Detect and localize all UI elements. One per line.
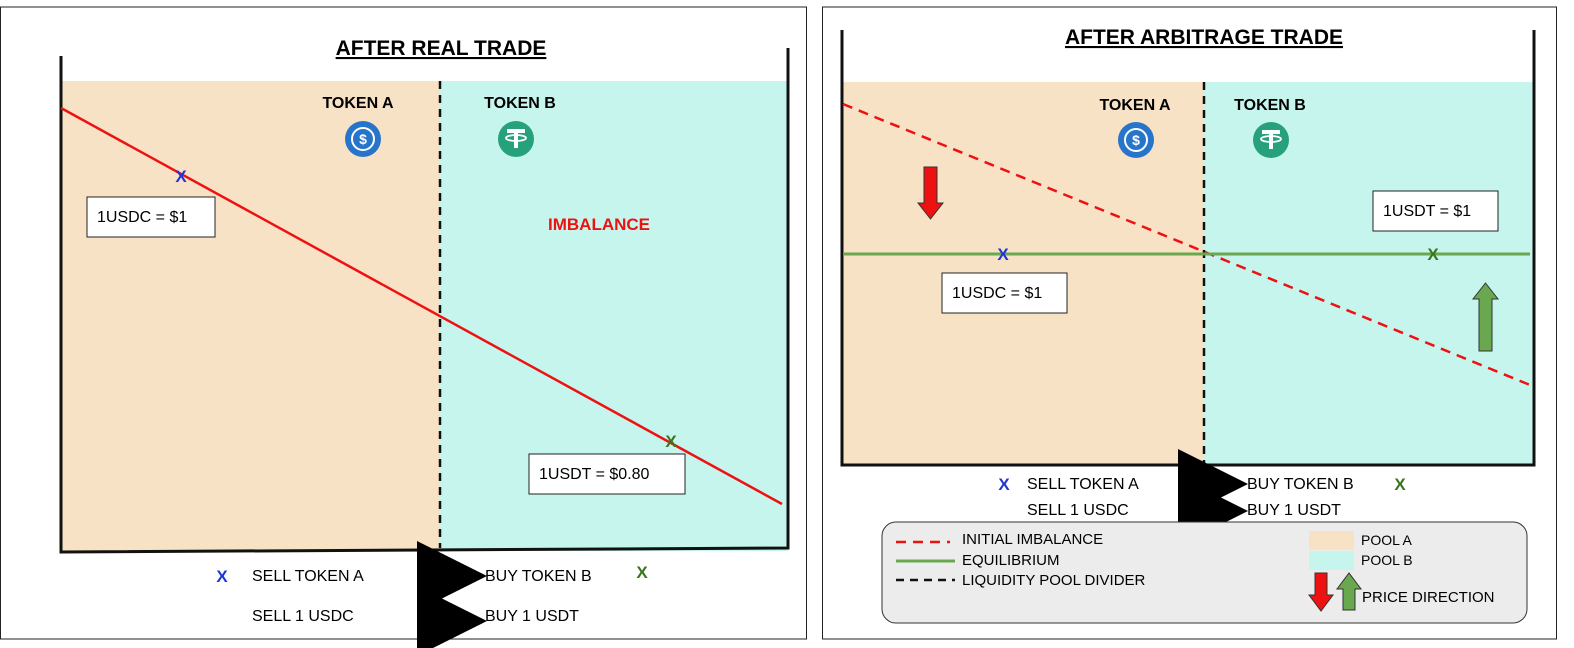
key-initial-imbalance-label: INITIAL IMBALANCE bbox=[962, 531, 1103, 548]
usdc-icon: $ bbox=[1118, 122, 1154, 158]
right-panel: AFTER ARBITRAGE TRADE TOKEN A TOKEN B $ … bbox=[822, 6, 1557, 640]
right-legend-x-a: X bbox=[998, 475, 1010, 494]
svg-text:$: $ bbox=[1132, 132, 1140, 148]
key-pool-b-swatch bbox=[1309, 551, 1354, 570]
left-token-a-label: TOKEN A bbox=[322, 95, 394, 112]
key-price-direction-label: PRICE DIRECTION bbox=[1362, 589, 1495, 606]
key-up-arrow-icon bbox=[1336, 572, 1362, 611]
svg-text:$: $ bbox=[359, 131, 367, 147]
left-legend-buy-amount: BUY 1 USDT bbox=[485, 608, 579, 625]
right-key: INITIAL IMBALANCE EQUILIBRIUM LIQUIDITY … bbox=[881, 521, 1528, 624]
key-down-arrow-icon bbox=[1308, 572, 1334, 612]
left-usdt-price: 1USDT = $0.80 bbox=[539, 466, 650, 483]
left-legend-x-b: X bbox=[636, 563, 648, 582]
left-title: AFTER REAL TRADE bbox=[336, 37, 547, 60]
right-token-a-label: TOKEN A bbox=[1099, 97, 1171, 114]
left-pool-a bbox=[61, 81, 440, 551]
left-legend-buy-token: BUY TOKEN B bbox=[485, 568, 592, 585]
left-usdt-price-box bbox=[528, 453, 686, 495]
right-initial-imbalance-line bbox=[842, 102, 1531, 387]
right-title: AFTER ARBITRAGE TRADE bbox=[1065, 26, 1343, 49]
right-usdt-price-box bbox=[1372, 190, 1499, 232]
key-equilibrium-label: EQUILIBRIUM bbox=[962, 552, 1060, 569]
price-down-arrow-icon bbox=[916, 166, 945, 220]
right-usdt-price: 1USDT = $1 bbox=[1383, 203, 1471, 220]
left-imbalance-label: IMBALANCE bbox=[548, 215, 650, 234]
left-panel: AFTER REAL TRADE TOKEN A TOKEN B $ X X bbox=[0, 6, 807, 648]
left-legend-x-a: X bbox=[216, 567, 228, 586]
usdc-icon: $ bbox=[345, 121, 381, 157]
left-imbalance-line bbox=[60, 106, 783, 506]
key-pool-a-label: POOL A bbox=[1361, 532, 1413, 548]
right-key-box bbox=[881, 521, 1528, 624]
right-usdc-price: 1USDC = $1 bbox=[952, 285, 1042, 302]
left-marker-buy: X bbox=[665, 432, 677, 451]
right-token-b-label: TOKEN B bbox=[1234, 97, 1306, 114]
left-legend-sell-amount: SELL 1 USDC bbox=[252, 608, 354, 625]
left-token-b-label: TOKEN B bbox=[484, 95, 556, 112]
left-marker-sell: X bbox=[175, 167, 187, 186]
usdt-icon bbox=[1253, 122, 1289, 158]
right-legend-x-b: X bbox=[1394, 475, 1406, 494]
right-marker-sell: X bbox=[997, 245, 1009, 264]
right-legend-buy-amount: BUY 1 USDT bbox=[1247, 502, 1341, 519]
right-legend-sell-token: SELL TOKEN A bbox=[1027, 476, 1139, 493]
price-up-arrow-icon bbox=[1471, 282, 1500, 352]
right-legend-buy-token: BUY TOKEN B bbox=[1247, 476, 1354, 493]
usdt-icon bbox=[498, 121, 534, 157]
left-usdc-price-box bbox=[86, 196, 216, 238]
right-legend-sell-amount: SELL 1 USDC bbox=[1027, 502, 1129, 519]
right-marker-buy: X bbox=[1427, 245, 1439, 264]
key-divider-label: LIQUIDITY POOL DIVIDER bbox=[962, 572, 1146, 589]
left-legend-sell-token: SELL TOKEN A bbox=[252, 568, 364, 585]
key-pool-a-swatch bbox=[1309, 531, 1354, 550]
right-usdc-price-box bbox=[941, 272, 1068, 314]
key-pool-b-label: POOL B bbox=[1361, 552, 1413, 568]
left-usdc-price: 1USDC = $1 bbox=[97, 209, 187, 226]
